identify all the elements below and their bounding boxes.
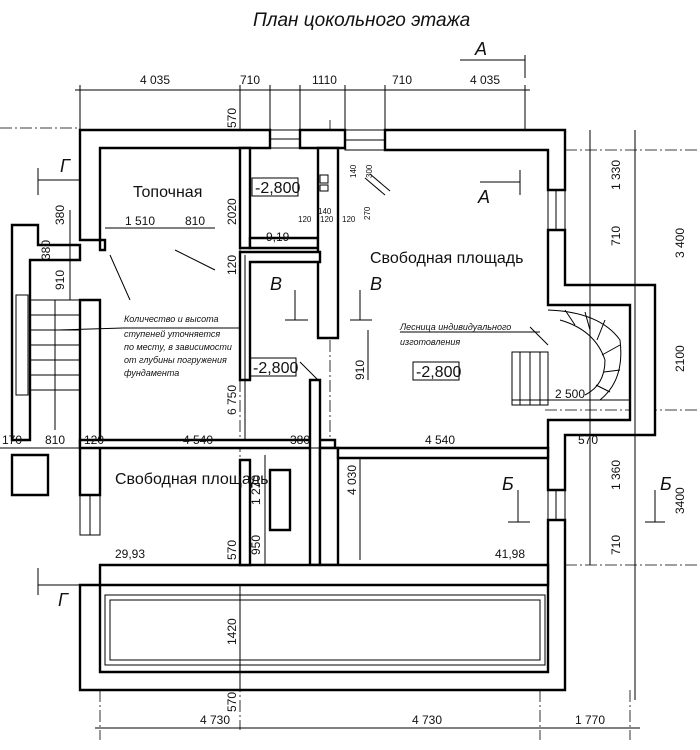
dim-right: 710	[609, 226, 623, 246]
svg-text:изготовления: изготовления	[400, 337, 460, 347]
dim-inner: 570	[225, 540, 239, 560]
dim-inner: 570	[578, 433, 598, 447]
doors	[109, 249, 319, 381]
dim-inner: 120	[225, 255, 239, 275]
section-markers	[37, 55, 665, 595]
steps-note: Количество и высота ступеней уточняется …	[57, 314, 240, 378]
dim-small: 140	[318, 207, 332, 216]
dim-small: 120	[298, 215, 312, 224]
dim-inner: 380	[53, 205, 67, 225]
dim-inner: 810	[45, 433, 65, 447]
dim-inner: 570	[225, 692, 239, 712]
dim-inner: 2 500	[555, 387, 585, 401]
dim-top: 4 035	[470, 73, 500, 87]
level-mark: -2,800	[255, 180, 300, 197]
dim-top: 710	[392, 73, 412, 87]
windows	[79, 129, 566, 536]
dim-inner: 2020	[225, 198, 239, 225]
dim-inner: 1 510	[125, 214, 155, 228]
svg-text:фундамента: фундамента	[124, 368, 179, 378]
level-mark: -2,800	[253, 360, 298, 377]
dim-inner: 910	[353, 360, 367, 380]
plan-title: План цокольного этажа	[253, 10, 470, 31]
svg-text:Лесница индивидуального: Лесница индивидуального	[399, 322, 511, 332]
dim-right: 1 330	[609, 160, 623, 190]
area-right: 41,98	[495, 547, 525, 561]
dim-small: 120	[342, 215, 356, 224]
dim-inner: 1 270	[249, 475, 263, 505]
interior-stairs	[511, 309, 622, 406]
dim-inner: 170	[2, 433, 22, 447]
section-label: Б	[660, 474, 672, 494]
inner-walls	[78, 146, 550, 666]
dim-right-outer: 3 400	[673, 228, 687, 258]
dim-inner: 380	[39, 240, 53, 260]
dim-inner: 4 540	[425, 433, 455, 447]
dim-top: 4 035	[140, 73, 170, 87]
dim-small: 120	[320, 215, 334, 224]
dim-inner: 4 030	[345, 465, 359, 495]
entrance-stairs	[10, 223, 82, 497]
stairs-note: Лесница индивидуального изготовления	[399, 322, 540, 347]
vent-shafts	[319, 173, 391, 196]
section-label: А	[477, 187, 490, 207]
area-left: 29,93	[115, 547, 145, 561]
area-topochnaya: 9,19	[266, 230, 290, 244]
section-label: Б	[502, 474, 514, 494]
dim-inner: 910	[53, 270, 67, 290]
dim-bottom: 1 770	[575, 713, 605, 727]
svg-text:ступеней уточняется: ступеней уточняется	[124, 329, 220, 339]
dim-inner: 810	[185, 214, 205, 228]
dim-small: 300	[365, 164, 374, 178]
section-label: В	[370, 274, 382, 294]
dim-inner: 6 750	[225, 385, 239, 415]
dim-top: 1110	[312, 73, 337, 87]
room-free-top-right: Свободная площадь	[370, 250, 523, 267]
dim-small: 140	[349, 164, 358, 178]
section-label: Г	[58, 590, 69, 610]
dim-small: 270	[363, 206, 372, 220]
level-mark: -2,800	[416, 364, 461, 381]
section-label: А	[474, 39, 487, 59]
svg-text:от глубины погружения: от глубины погружения	[124, 355, 227, 365]
level-boxes	[249, 177, 460, 381]
dim-inner: 120	[84, 433, 104, 447]
dim-right: 710	[609, 535, 623, 555]
dim-bottom: 4 730	[200, 713, 230, 727]
svg-text:Количество и высота: Количество и высота	[124, 314, 219, 324]
dimension-lines	[0, 85, 640, 729]
room-topochnaya: Топочная	[133, 184, 202, 201]
dim-inner: 1420	[225, 618, 239, 645]
dim-inner: 950	[249, 535, 263, 555]
dim-right: 1 360	[609, 460, 623, 490]
svg-text:по месту, в зависимости: по месту, в зависимости	[124, 342, 232, 352]
dim-top: 710	[240, 73, 260, 87]
dim-bottom: 4 730	[412, 713, 442, 727]
dim-inner: 570	[225, 108, 239, 128]
section-label: Г	[60, 156, 71, 176]
section-label: В	[270, 274, 282, 294]
dim-inner: 4 540	[183, 433, 213, 447]
dim-right-outer: 3400	[673, 487, 687, 514]
dim-right-outer: 2100	[673, 345, 687, 372]
room-free-bottom-left: Свободная площадь	[115, 471, 268, 488]
dim-inner: 380	[290, 433, 310, 447]
